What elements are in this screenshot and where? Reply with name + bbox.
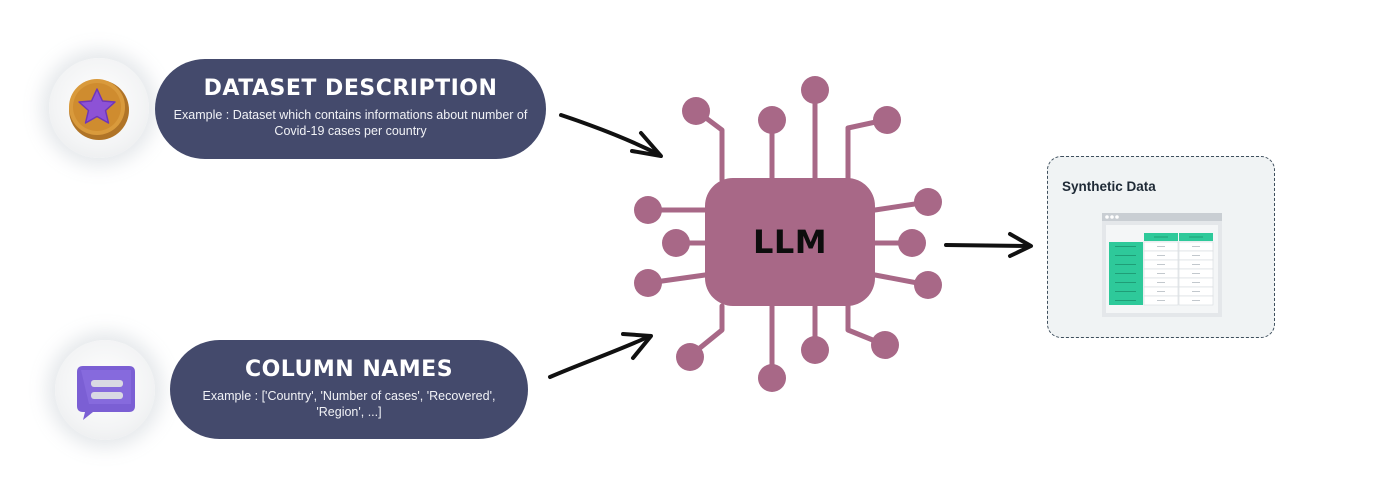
column-names-pill: COLUMN NAMES Example : ['Country', 'Numb…: [170, 340, 528, 439]
star-badge-icon: [69, 79, 129, 140]
columns-icon-badge: [55, 340, 155, 440]
dataset-description-title: DATASET DESCRIPTION: [203, 76, 498, 101]
llm-label: LLM: [752, 223, 828, 261]
table-preview-icon: [1102, 213, 1222, 317]
chat-bubble-icon: [77, 366, 135, 420]
llm-chip-body: [705, 178, 875, 306]
dataset-description-example: Example : Dataset which contains informa…: [173, 108, 528, 138]
arrow-dataset-to-llm: [559, 113, 663, 158]
dataset-icon-badge: [49, 58, 149, 158]
arrow-columns-to-llm: [548, 332, 653, 379]
column-names-example: Example : ['Country', 'Number of cases',…: [202, 389, 496, 419]
arrow-llm-to-output: [944, 232, 1033, 258]
synthetic-data-title: Synthetic Data: [1062, 179, 1156, 194]
dataset-description-pill: DATASET DESCRIPTION Example : Dataset wh…: [155, 59, 546, 159]
synthetic-data-card: Synthetic Data: [1047, 156, 1275, 338]
column-names-title: COLUMN NAMES: [244, 357, 454, 382]
llm-chip-pins: [634, 76, 942, 392]
